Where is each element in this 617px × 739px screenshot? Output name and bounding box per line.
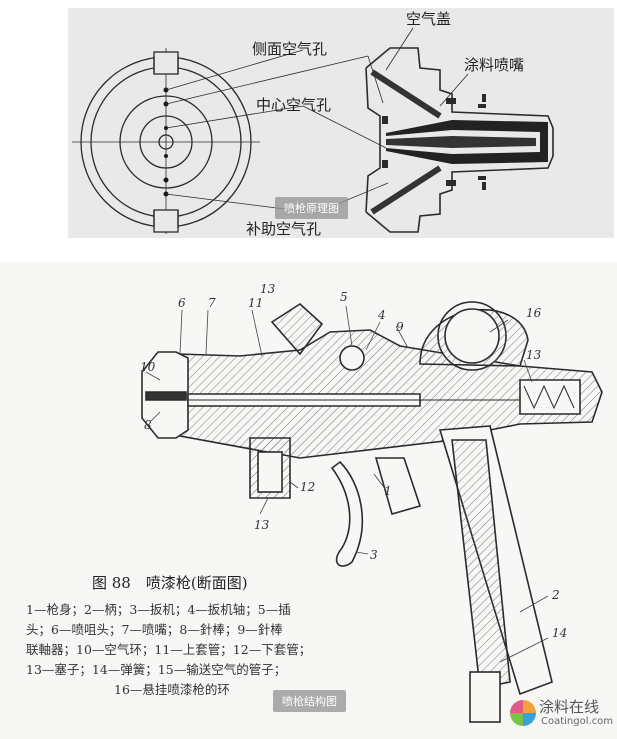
- part-number-2: 2: [552, 588, 560, 602]
- spray-gun-section-drawing: [141, 301, 603, 723]
- structure-diagram-panel: 6 7 11 13 5 4 9 16 13 10 8 12 13 1 3 2 1…: [0, 262, 617, 739]
- part-number-16: 16: [526, 306, 542, 320]
- legend-line-2: 头；6—喷咀头；7—喷嘴；8—針棒；9—針棒: [26, 622, 283, 637]
- label-aux-air-hole: 补助空气孔: [246, 220, 322, 238]
- principle-diagram: [72, 27, 554, 234]
- figure-title: 图 88 喷漆枪(断面图): [92, 574, 248, 592]
- coatingol-watermark: 涂料在线 Coatingol.com: [508, 694, 613, 734]
- label-side-air-hole: 侧面空气孔: [252, 40, 328, 58]
- caption-structure-diagram: 喷枪结构图: [273, 690, 346, 712]
- part-number-12: 12: [300, 480, 316, 494]
- label-paint-nozzle: 涂料喷嘴: [464, 56, 525, 74]
- legend-line-4: 13—塞子；14—弹簧；15—输送空气的管子；: [26, 662, 287, 677]
- caption-principle-diagram: 喷枪原理图: [275, 197, 348, 219]
- legend-line-3: 联軸器；10—空气环；11—上套管；12—下套管；: [26, 642, 312, 657]
- label-center-air-hole: 中心空气孔: [256, 96, 332, 114]
- label-air-cap: 空气盖: [406, 10, 452, 28]
- legend-line-1: 1—枪身；2—柄；3—扳机；4—扳机轴；5—插: [26, 602, 291, 617]
- part-number-10: 10: [140, 360, 156, 374]
- part-number-5: 5: [340, 290, 348, 304]
- part-number-13-top: 13: [260, 282, 276, 296]
- part-number-11: 11: [248, 296, 264, 310]
- part-number-9: 9: [396, 320, 404, 334]
- principle-diagram-panel: 空气盖 侧面空气孔 涂料喷嘴 中心空气孔 补助空气孔 喷枪原理图: [68, 8, 614, 238]
- legend-line-5: 16—悬挂喷漆枪的环: [114, 682, 230, 697]
- part-number-14: 13: [526, 348, 542, 362]
- part-number-4: 4: [378, 308, 386, 322]
- part-number-3: 3: [370, 548, 378, 562]
- watermark-text-en: Coatingol.com: [541, 716, 614, 727]
- part-number-7: 7: [208, 296, 216, 310]
- part-number-1: 1: [384, 484, 392, 498]
- part-number-8: 8: [144, 418, 152, 432]
- watermark-text-cn: 涂料在线: [539, 698, 600, 716]
- part-number-15: 14: [552, 626, 568, 640]
- part-number-13-bottom: 13: [254, 518, 270, 532]
- part-number-6-top: 6: [178, 296, 186, 310]
- pinwheel-logo-icon: [510, 700, 536, 726]
